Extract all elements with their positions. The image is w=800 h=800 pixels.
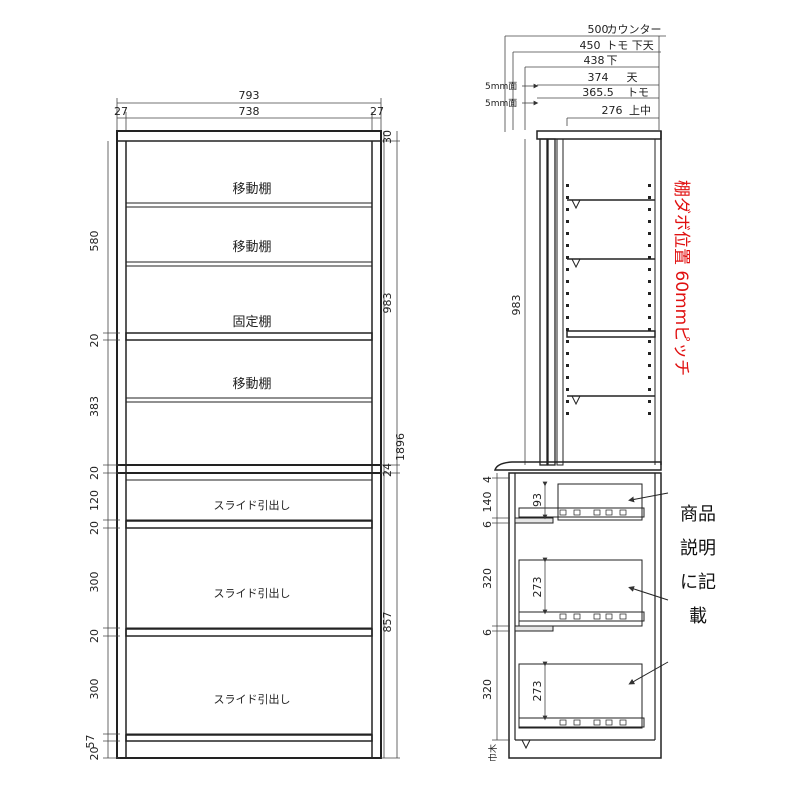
front-left-dim-5: 20 xyxy=(88,521,101,535)
front-left-dim-8: 300 xyxy=(88,679,101,700)
side-depth-dim-lines xyxy=(504,35,666,132)
front-inner-width: 738 xyxy=(239,105,260,118)
front-left-dim-0: 580 xyxy=(88,231,101,252)
side-drawer-box-2 xyxy=(518,559,643,627)
front-outer-frame xyxy=(116,130,382,759)
side-lower-cabinet xyxy=(508,472,662,759)
front-counter xyxy=(116,464,382,474)
side-door-1 xyxy=(539,138,548,466)
front-right-dim-lines xyxy=(381,131,400,759)
side-drawer-box-3 xyxy=(518,663,643,729)
side-dowel-holes xyxy=(566,184,651,415)
side-inner-dim-2: 273 xyxy=(531,577,544,598)
side-face-label-2: 5mm面 xyxy=(485,98,517,109)
dowel-pitch-note: 棚ダボ位置 60mmピッチ xyxy=(671,180,691,376)
side-fixed-shelf xyxy=(566,330,656,338)
side-dowel-1 xyxy=(571,199,581,210)
side-depth-upper-back-value: 365.5 xyxy=(582,86,614,99)
side-depth-top-value: 374 xyxy=(588,71,609,84)
front-left-dim-7: 20 xyxy=(88,629,101,643)
product-note-line-2: に記 xyxy=(680,572,716,593)
front-total-height: 1896 xyxy=(394,433,407,461)
side-face-label-1: 5mm面 xyxy=(485,81,517,92)
side-lower-dim-4: 6 xyxy=(481,629,494,636)
side-depth-upper-back-label: トモ xyxy=(627,86,649,99)
side-depth-counter-value: 500 xyxy=(588,23,609,36)
side-lower-frame xyxy=(508,472,662,759)
front-side-left: 27 xyxy=(114,105,128,118)
note-leader-lines xyxy=(628,492,669,685)
side-depth-back-label: トモ 下天 xyxy=(606,39,654,52)
front-shelf-label-4: 移動棚 xyxy=(232,377,271,392)
front-divider-1 xyxy=(125,520,373,529)
side-drawer-box-1 xyxy=(557,483,643,521)
front-fixed-shelf xyxy=(125,332,373,341)
front-width-total: 793 xyxy=(239,89,260,102)
side-rail-3 xyxy=(518,717,645,728)
side-depth-back-value: 450 xyxy=(580,39,601,52)
front-shelf-label-2: 移動棚 xyxy=(232,240,271,255)
front-left-dim-2: 383 xyxy=(88,396,101,417)
side-dowel-3 xyxy=(571,395,581,406)
side-top-board xyxy=(536,130,662,140)
front-left-dim-1: 20 xyxy=(88,334,101,348)
front-top-thickness: 30 xyxy=(381,130,394,144)
front-drawer-label-1: スライド引出し xyxy=(214,498,291,512)
side-rail-holes xyxy=(559,509,627,726)
side-lower-dims: 4 140 6 320 6 320 xyxy=(481,476,510,741)
front-left-dim-3: 20 xyxy=(88,466,101,480)
front-drawer-label-2: スライド引出し xyxy=(214,586,291,600)
side-door-2 xyxy=(547,138,556,466)
front-counter-thickness: 24 xyxy=(381,463,394,477)
side-depth-top-label: 天 xyxy=(627,71,638,84)
front-shelf-label-1: 移動棚 xyxy=(232,182,271,197)
side-lower-dim-1: 140 xyxy=(481,492,494,513)
front-lower-height: 857 xyxy=(381,612,394,633)
side-divider-2 xyxy=(514,625,554,632)
side-lower-dim-0: 4 xyxy=(481,476,494,483)
side-depth-upper-value: 276 xyxy=(602,104,623,117)
front-divider-2 xyxy=(125,628,373,637)
side-depth-lower-label: 下 xyxy=(607,54,618,67)
side-depth-lower-value: 438 xyxy=(584,54,605,67)
product-note-line-1: 説明 xyxy=(680,538,716,559)
front-view xyxy=(116,130,382,759)
side-dowel-2 xyxy=(571,258,581,269)
front-left-dim-9: 57 xyxy=(84,735,97,749)
front-base-rail xyxy=(125,734,373,742)
product-note-line-0: 商品 xyxy=(680,504,716,525)
side-depth-upper-label: 上中 xyxy=(629,104,651,117)
side-upper-height: 983 xyxy=(510,295,523,316)
side-divider-1 xyxy=(514,517,554,524)
side-depth-counter-label: カウンター xyxy=(607,23,662,36)
side-rail-1 xyxy=(518,507,645,518)
front-side-right: 27 xyxy=(370,105,384,118)
front-shelf-label-3: 固定棚 xyxy=(232,315,271,330)
front-left-dim-4: 120 xyxy=(88,490,101,511)
front-width-dims xyxy=(116,98,382,130)
side-lower-dim-2: 6 xyxy=(481,521,494,528)
front-left-dim-6: 300 xyxy=(88,572,101,593)
product-note-line-3: 載 xyxy=(689,606,707,627)
side-upper-cabinet xyxy=(536,130,662,466)
side-lower-dim-5: 320 xyxy=(481,679,494,700)
front-drawer-label-3: スライド引出し xyxy=(214,692,291,706)
side-base-label: 巾木 xyxy=(487,744,499,762)
side-rail-2 xyxy=(518,611,645,622)
side-inner-dim-3: 273 xyxy=(531,681,544,702)
front-left-dim-10: 20 xyxy=(88,747,101,761)
dowel-pitch-text: 棚ダボ位置 60mmピッチ xyxy=(671,180,691,376)
side-front-edge xyxy=(556,138,564,466)
side-lower-dim-3: 320 xyxy=(481,568,494,589)
side-inner-dim-1: 93 xyxy=(531,493,544,507)
side-base-foot xyxy=(521,739,531,750)
front-upper-height: 983 xyxy=(381,293,394,314)
side-counter xyxy=(494,461,662,471)
